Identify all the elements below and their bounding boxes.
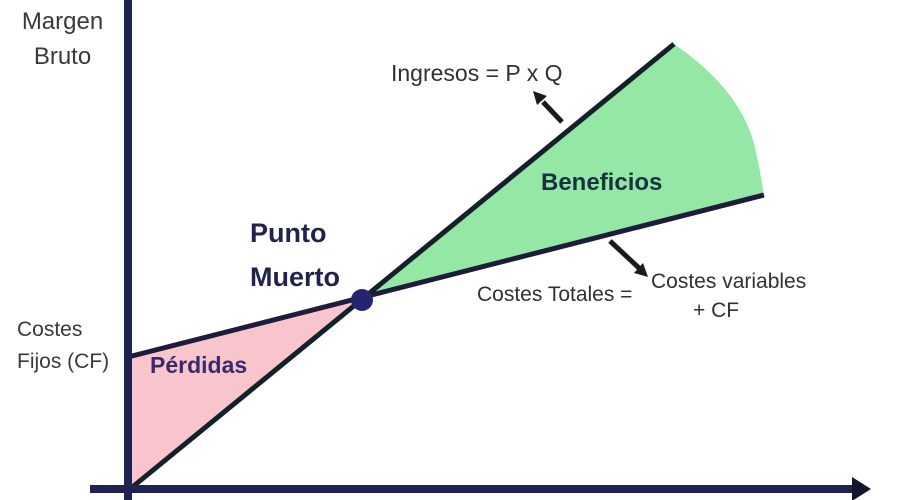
profit-area-label: Beneficios: [541, 169, 663, 196]
break-even-label-line2: Muerto: [250, 262, 340, 292]
y-axis-title-line2: Bruto: [33, 43, 92, 70]
total-cost-formula-rhs-line1: Costes variables: [651, 270, 807, 293]
fixed-costs-label: Costes Fijos (CF): [17, 314, 109, 378]
profit-area-shape: [361, 44, 764, 300]
revenue-line: [128, 42, 676, 491]
break-even-point-dot: [351, 289, 373, 311]
total-cost-arrow-icon: [608, 239, 648, 277]
total-cost-line: [127, 192, 765, 360]
y-axis-title: Margen Bruto: [5, 4, 120, 74]
total-cost-formula-rhs-line2: + CF: [693, 299, 740, 322]
fixed-costs-label-line1: Costes: [17, 318, 83, 341]
x-axis: [90, 485, 852, 493]
x-axis-arrowhead-icon: [852, 477, 871, 500]
break-even-label-line1: Punto: [250, 218, 327, 248]
fixed-costs-label-line2: Fijos (CF): [17, 350, 110, 373]
break-even-label: Punto Muerto: [250, 211, 340, 299]
total-cost-formula-lhs: Costes Totales =: [477, 283, 633, 306]
revenue-formula-label: Ingresos = P x Q: [391, 60, 563, 86]
y-axis: [124, 0, 132, 500]
loss-area-label: Pérdidas: [150, 352, 248, 378]
revenue-arrow-icon: [533, 91, 564, 124]
y-axis-title-line1: Margen: [21, 8, 104, 35]
